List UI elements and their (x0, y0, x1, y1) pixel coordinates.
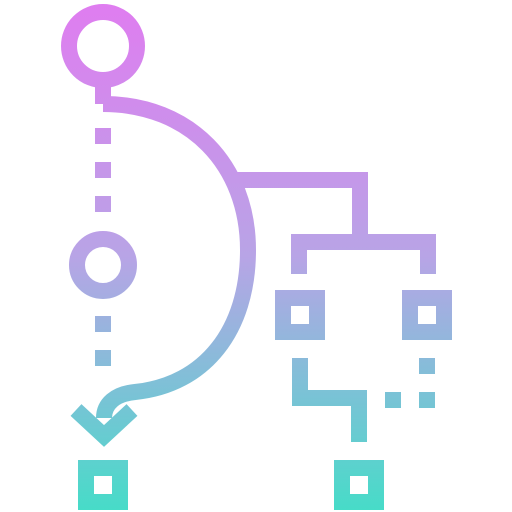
arrow-head (70, 404, 138, 447)
curved-flow-arrow-path (96, 96, 257, 419)
start-node-circle (61, 4, 145, 88)
tree-split-line (291, 234, 436, 274)
bottom-right-node (334, 460, 384, 510)
left-tree-node (275, 290, 325, 340)
branch-line (232, 172, 368, 242)
bottom-left-node (78, 460, 128, 510)
dotted-connector-right (385, 358, 435, 408)
middle-node-circle (69, 231, 137, 299)
dotted-connector-left (95, 128, 111, 366)
right-tree-node (402, 290, 452, 340)
left-node-connector (292, 358, 367, 442)
